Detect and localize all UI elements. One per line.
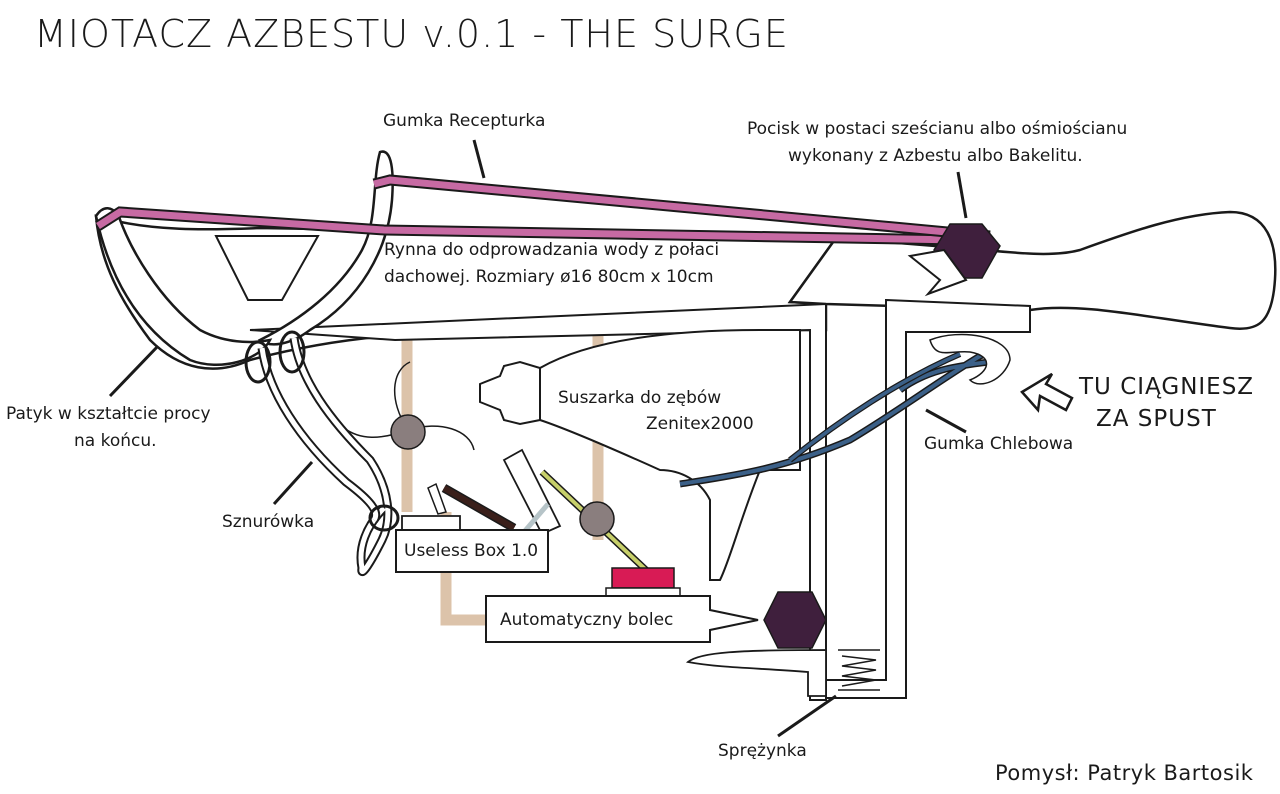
label-projectile-line2: wykonany z Azbestu albo Bakelitu. (788, 146, 1083, 166)
label-useless-box: Useless Box 1.0 (404, 541, 539, 561)
label-projectile-line1: Pocisk w postaci sześcianu albo ośmiości… (747, 119, 1128, 139)
label-shoelace: Sznurówka (222, 512, 315, 532)
chamber-slide (685, 649, 827, 697)
hair-dryer (539, 329, 801, 581)
rubber-band (95, 174, 991, 246)
rifle-stock (787, 210, 1277, 330)
shoelace (244, 330, 400, 576)
page-title: MIOTACZ AZBESTU v.0.1 - THE SURGE (34, 12, 789, 56)
leader-lines (108, 139, 968, 738)
useless-box-top (401, 515, 461, 531)
label-gutter-line2: dachowej. Rozmiary ø16 80cm x 10cm (384, 267, 714, 287)
label-pull-line2: ZA SPUST (1096, 406, 1217, 432)
pull-arrow-icon (1020, 372, 1074, 413)
label-hair-dryer-line2: Zenitex2000 (646, 414, 754, 434)
label-stick-line1: Patyk w kształtcie procy (6, 404, 211, 424)
label-spring: Sprężynka (718, 741, 807, 761)
spring (838, 649, 880, 691)
useless-box-switch (427, 482, 447, 515)
label-gutter-line1: Rynna do odprowadzania wody z połaci (384, 240, 720, 260)
auto-bolt-body (485, 595, 759, 643)
trigger-housing (249, 302, 827, 701)
lid-flap (502, 448, 562, 536)
label-bread-band: Gumka Chlebowa (924, 434, 1074, 454)
fan-knob (390, 414, 426, 450)
author-credit: Pomysł: Patryk Bartosik (995, 761, 1254, 785)
label-pull-line1: TU CIĄGNIESZ (1079, 374, 1255, 400)
spring-post (825, 298, 1031, 699)
label-hair-dryer-line1: Suszarka do zębów (558, 388, 722, 408)
bread-band (679, 348, 1010, 488)
slingshot-stick (257, 150, 394, 346)
label-rubber-band: Gumka Recepturka (383, 111, 546, 131)
projectile-chamber (763, 591, 827, 649)
gutter-support (214, 235, 320, 301)
trigger (929, 333, 1011, 385)
red-button (611, 567, 675, 589)
hair-dryer-nozzle (479, 360, 541, 426)
useless-box-body (395, 529, 549, 573)
stick-knob (579, 501, 615, 537)
label-auto-bolt: Automatyczny bolec (500, 610, 674, 630)
projectile-holder (907, 248, 968, 297)
label-stick-line2: na końcu. (74, 431, 157, 451)
